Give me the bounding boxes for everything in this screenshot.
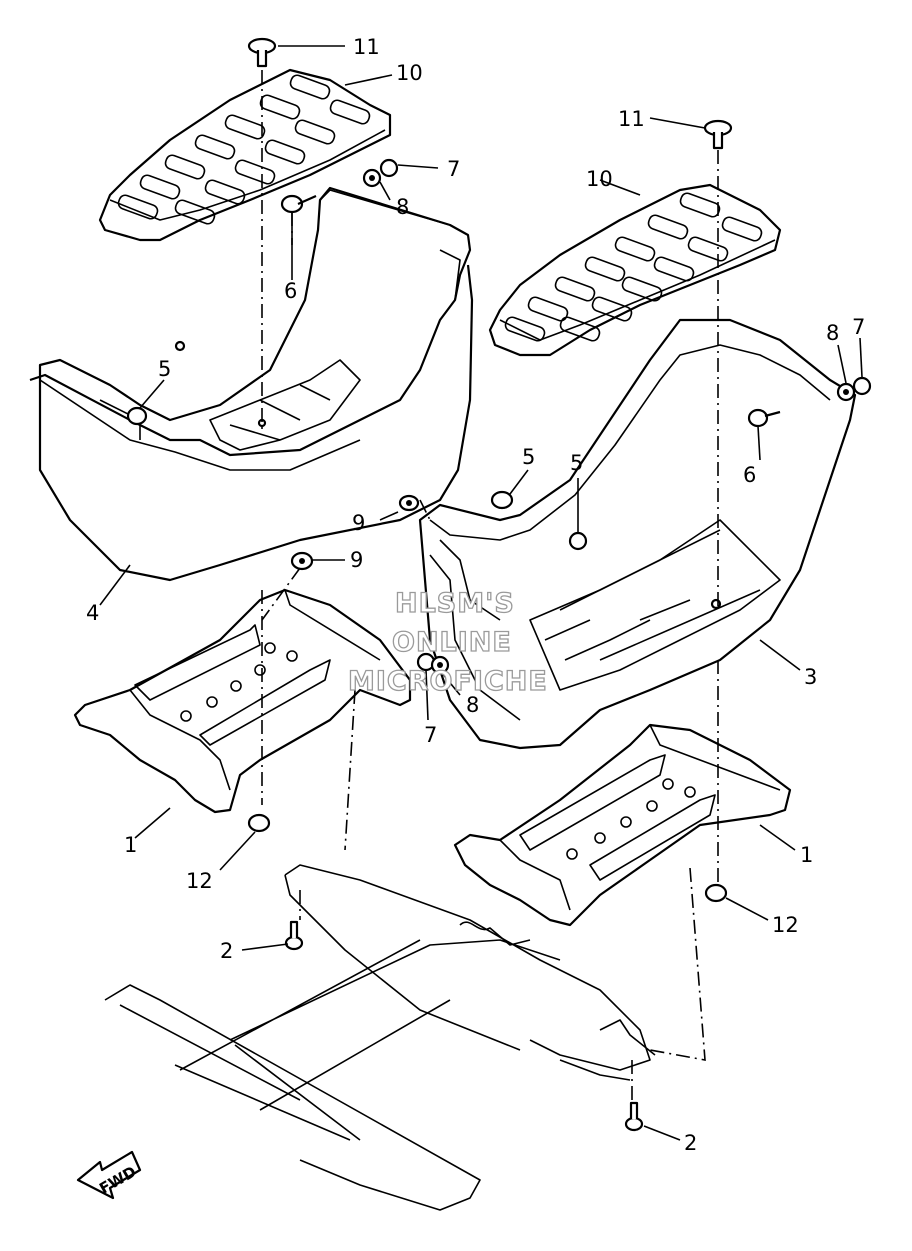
callout-6-left: 6 <box>284 279 297 303</box>
callout-12-right: 12 <box>772 913 799 937</box>
callout-8-center: 8 <box>466 693 479 717</box>
callout-9-right: 9 <box>352 511 365 535</box>
left-footrest-bracket <box>73 588 412 814</box>
fasteners <box>126 37 872 1132</box>
callout-2-left: 2 <box>220 939 233 963</box>
alignment-lines <box>261 70 719 1100</box>
callout-12-left: 12 <box>186 869 213 893</box>
watermark-line-3: MICROFICHE <box>348 666 548 697</box>
callout-1-right: 1 <box>800 843 813 867</box>
callout-2-right: 2 <box>684 1131 697 1155</box>
right-footrest-guard <box>418 318 857 750</box>
callout-1-left: 1 <box>124 833 137 857</box>
callout-10-left: 10 <box>396 61 423 85</box>
watermark-line-1: HLSM'S <box>395 588 515 619</box>
callout-7-left: 7 <box>447 157 460 181</box>
fwd-arrow-icon: FWD <box>76 1150 142 1200</box>
callout-4: 4 <box>86 601 99 625</box>
callout-3: 3 <box>804 665 817 689</box>
callout-7-right: 7 <box>852 315 865 339</box>
callout-numbers: 11 10 7 8 6 5 4 9 1 12 2 11 10 7 8 6 5 5… <box>86 35 865 1155</box>
callout-5-right-a: 5 <box>522 445 535 469</box>
callout-11-left: 11 <box>353 35 380 59</box>
callout-7-center: 7 <box>424 723 437 747</box>
callout-5-right-b: 5 <box>570 451 583 475</box>
left-footrest-mat <box>98 68 392 242</box>
callout-5-left: 5 <box>158 357 171 381</box>
leader-lines <box>99 45 863 1141</box>
callout-8-left: 8 <box>396 195 409 219</box>
callout-11-right: 11 <box>618 107 645 131</box>
frame-part <box>104 864 656 1211</box>
watermark-line-2: ONLINE <box>392 627 512 658</box>
right-footrest-bracket <box>453 723 792 927</box>
callout-6-right: 6 <box>743 463 756 487</box>
left-footrest-guard <box>29 186 474 582</box>
watermark: HLSM'S ONLINE MICROFICHE <box>347 587 548 697</box>
callout-9-left: 9 <box>350 548 363 572</box>
callout-10-right: 10 <box>586 167 613 191</box>
right-footrest-mat <box>488 183 782 357</box>
callout-8-right: 8 <box>826 321 839 345</box>
